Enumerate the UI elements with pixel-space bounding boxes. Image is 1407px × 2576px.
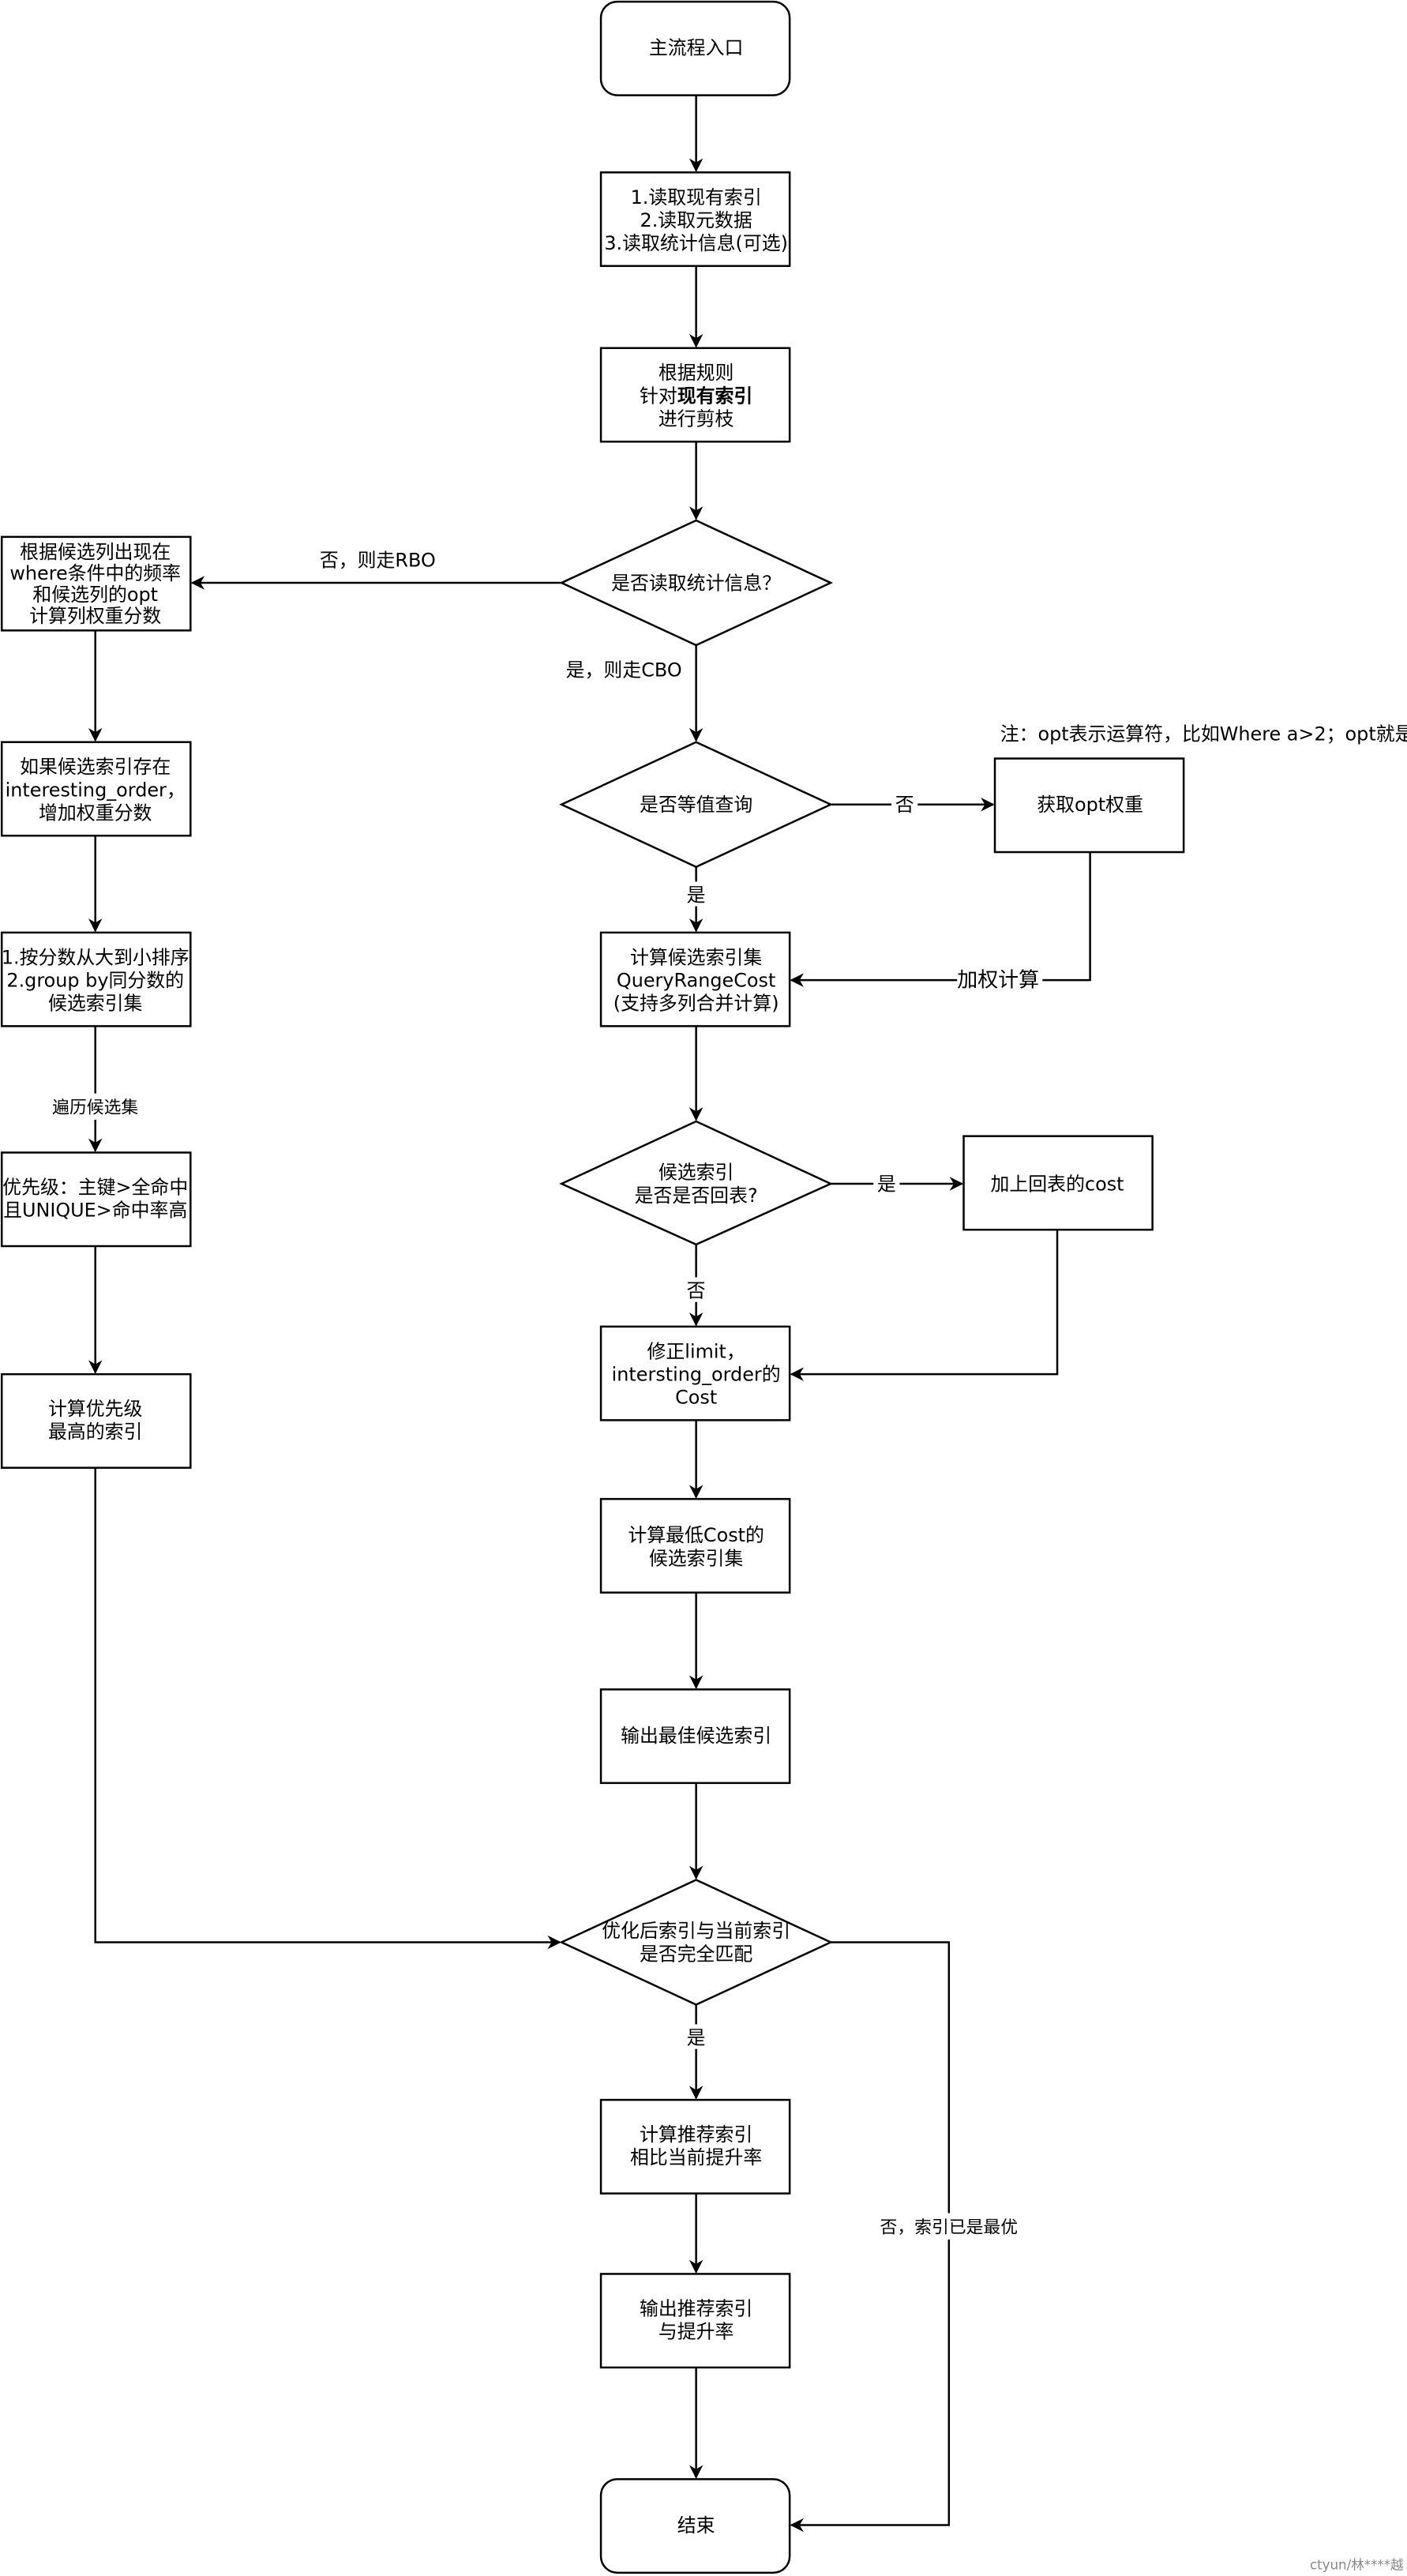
node-text: 1.读取现有索引 (631, 186, 762, 208)
node-text: 根据候选列出现在 (20, 541, 171, 563)
node-fix-limit: 修正limit， intersting_order的 Cost (599, 1325, 791, 1421)
edge-add-fix (790, 1230, 1059, 1381)
node-text: intersting_order的 (612, 1363, 781, 1385)
node-text: 是否等值查询 (640, 794, 752, 816)
node-text: 候选索引集 (48, 993, 143, 1015)
node-text: 是否是否回表? (635, 1185, 758, 1207)
node-text: 且UNIQUE>命中率高 (3, 1200, 187, 1222)
edge-labels: 否，则走RBO 是，则走CBO 否 是 加权计算 是 否 遍历候选集 是 否，索… (46, 549, 1043, 2240)
node-read: 1.读取现有索引 2.读取元数据 3.读取统计信息(可选) (599, 171, 791, 268)
label-no-lookup: 否 (687, 1279, 706, 1301)
node-text: 3.读取统计信息(可选) (604, 232, 788, 254)
node-text: 获取opt权重 (1037, 794, 1143, 816)
watermark: ctyun/林****越 (1310, 2558, 1404, 2573)
node-text: interesting_order， (6, 779, 186, 801)
node-text: 计算列权重分数 (29, 605, 161, 627)
label-weighted: 加权计算 (957, 968, 1039, 992)
edges (88, 95, 1091, 2533)
node-text: 计算候选索引集 (630, 946, 762, 968)
node-rbo-best: 计算优先级 最高的索引 (0, 1372, 192, 1469)
node-text: 如果候选索引存在 (20, 756, 171, 778)
note-opt: 注：opt表示运算符，比如Where a>2；opt就是> (1000, 723, 1407, 745)
node-min-cost: 计算最低Cost的 候选索引集 (599, 1497, 791, 1594)
node-text: 优先级：主键>全命中 (2, 1176, 188, 1198)
node-text: 2.读取元数据 (640, 209, 752, 231)
node-rbo-sort: 1.按分数从大到小排序 2.group by同分数的 候选索引集 (0, 931, 192, 1027)
node-text: 1.按分数从大到小排序 (2, 946, 189, 968)
node-text: 是否读取统计信息？ (611, 572, 781, 594)
edge-opt-range (790, 852, 1091, 987)
decision-table-lookup: 候选索引 是否是否回表? (559, 1120, 834, 1246)
node-text: 计算最低Cost的 (628, 1524, 764, 1546)
node-text: 计算推荐索引 (640, 2124, 752, 2146)
node-start: 主流程入口 (599, 0, 791, 96)
label-traverse: 遍历候选集 (52, 1098, 138, 1118)
label-no-rbo: 否，则走RBO (320, 549, 436, 571)
node-text: 计算优先级 (48, 1398, 143, 1420)
node-text: 结束 (677, 2514, 715, 2537)
node-add-lookup-cost: 加上回表的cost (962, 1135, 1154, 1231)
node-text: 是否完全匹配 (640, 1943, 752, 1965)
node-text: 输出推荐索引 (640, 2297, 752, 2319)
node-text-prefix: 针对 (640, 385, 677, 407)
node-rbo-priority: 优先级：主键>全命中 且UNIQUE>命中率高 (0, 1151, 192, 1248)
node-text: 输出最佳候选索引 (621, 1725, 771, 1747)
decision-full-match: 优化后索引与当前索引 是否完全匹配 (559, 1879, 834, 2006)
label-yes-lookup: 是 (877, 1173, 896, 1195)
node-text: 和候选列的opt (32, 584, 158, 606)
node-calc-range: 计算候选索引集 QueryRangeCost (支持多列合并计算) (599, 931, 791, 1027)
node-output-recommend: 输出推荐索引 与提升率 (599, 2273, 791, 2369)
label-no-match: 否，索引已是最优 (880, 2217, 1019, 2237)
label-yes-match: 是 (687, 2026, 706, 2048)
node-opt-weight: 获取opt权重 (993, 757, 1185, 854)
node-text: 候选索引 (658, 1162, 734, 1184)
node-text: 修正limit， (647, 1340, 745, 1362)
node-text: QueryRangeCost (617, 969, 775, 991)
decision-read-stats: 是否读取统计信息？ (559, 519, 834, 647)
node-rbo-interesting: 如果候选索引存在 interesting_order， 增加权重分数 (0, 741, 192, 837)
node-end: 结束 (599, 2478, 791, 2574)
node-text: 优化后索引与当前索引 (602, 1920, 790, 1942)
node-text: 根据规则 (658, 362, 734, 384)
node-text: 2.group by同分数的 (6, 969, 184, 991)
label-yes-cbo: 是，则走CBO (566, 659, 682, 682)
node-text: 加上回表的cost (991, 1173, 1124, 1195)
node-text: 主流程入口 (649, 37, 743, 59)
node-text-bold: 现有索引 (677, 385, 753, 407)
decision-equal-query: 是否等值查询 (559, 741, 834, 869)
node-text: 与提升率 (658, 2321, 734, 2343)
node-output-best: 输出最佳候选索引 (599, 1688, 791, 1785)
node-text: 进行剪枝 (658, 407, 734, 430)
node-text: 针对现有索引 (640, 385, 752, 407)
node-text: 最高的索引 (48, 1421, 142, 1443)
label-yes-equal: 是 (687, 884, 706, 906)
edge-rbo5-match (94, 1467, 561, 1950)
node-text: Cost (675, 1387, 717, 1409)
label-no-equal: 否 (895, 794, 914, 816)
node-text: 候选索引集 (649, 1547, 744, 1569)
node-calc-rate: 计算推荐索引 相比当前提升率 (599, 2098, 791, 2195)
node-text: (支持多列合并计算) (613, 993, 779, 1015)
node-prune: 根据规则 针对现有索引 进行剪枝 (599, 347, 791, 443)
node-text: where条件中的频率 (9, 562, 181, 584)
node-text: 相比当前提升率 (630, 2146, 762, 2169)
node-text: 增加权重分数 (39, 802, 152, 824)
node-rbo-weight: 根据候选列出现在 where条件中的频率 和候选列的opt 计算列权重分数 (0, 535, 192, 632)
